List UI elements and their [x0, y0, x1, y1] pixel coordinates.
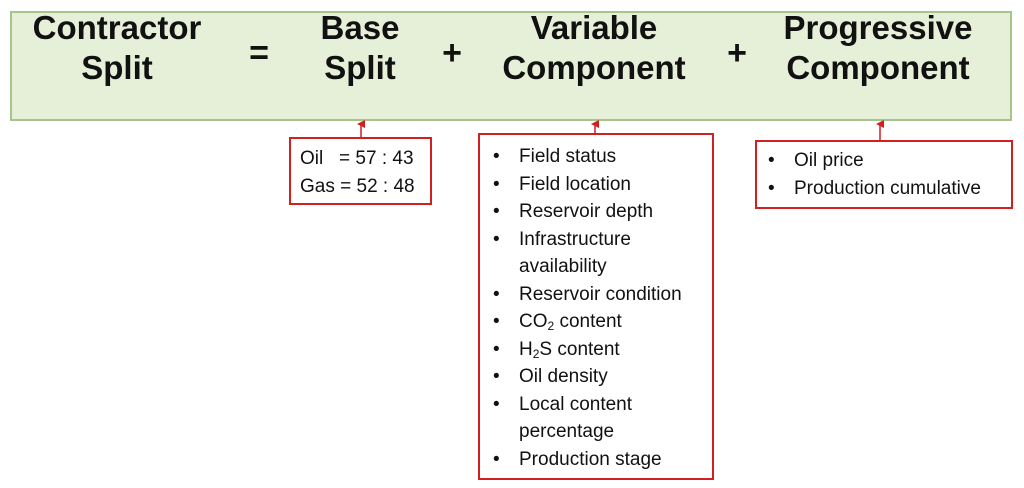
base-split-line-2: Split: [324, 49, 396, 86]
progressive-component-term: Progressive Component: [770, 8, 986, 88]
co2-subscript: 2: [547, 319, 555, 333]
base-split-term: Base Split: [300, 8, 420, 88]
list-item-label: Production stage: [519, 448, 662, 470]
list-item: Oil price: [763, 147, 1011, 175]
list-item-label: Reservoir condition: [519, 283, 682, 305]
list-item: Field status: [488, 143, 712, 171]
list-item: CO2 content: [488, 308, 712, 336]
list-item-label: Oil price: [794, 150, 864, 171]
list-item: Infrastructure availability: [488, 226, 669, 281]
variable-component-line-2: Component: [502, 49, 686, 86]
list-item: H2S content: [488, 336, 712, 364]
variable-component-box: Field status Field location Reservoir de…: [478, 133, 714, 480]
base-split-box: Oil = 57 : 43 Gas = 52 : 48: [289, 137, 432, 205]
list-item: Reservoir depth: [488, 198, 712, 226]
list-item: Oil density: [488, 363, 712, 391]
base-split-oil-row: Oil = 57 : 43: [300, 148, 414, 169]
base-split-line-1: Base: [320, 9, 400, 46]
list-item: Production cumulative: [763, 175, 1011, 203]
contractor-split-line-1: Contractor: [32, 9, 202, 46]
equals-sign: =: [249, 34, 269, 72]
progressive-component-box: Oil price Production cumulative: [755, 140, 1013, 209]
list-item-label: Infrastructure availability: [519, 228, 631, 278]
variable-component-line-1: Variable: [530, 9, 658, 46]
contractor-split-line-2: Split: [81, 49, 153, 86]
list-item: Production stage: [488, 446, 712, 474]
plus-sign-2: +: [727, 34, 747, 72]
contractor-split-term: Contractor Split: [24, 8, 210, 88]
equation-banner: [10, 11, 1012, 121]
list-item-label: Reservoir depth: [519, 201, 654, 222]
h2s-prefix: H: [519, 338, 533, 360]
h2s-subscript: 2: [532, 346, 540, 361]
h2s-suffix: S content: [539, 338, 620, 360]
progressive-component-list: Oil price Production cumulative: [763, 147, 1011, 202]
variable-component-term: Variable Component: [486, 8, 702, 88]
list-item: Field location: [488, 171, 712, 199]
list-item-label: Field location: [519, 173, 631, 195]
base-split-gas-row: Gas = 52 : 48: [300, 175, 415, 197]
list-item-label: Production cumulative: [794, 177, 981, 199]
list-item-label: Field status: [519, 146, 617, 167]
co2-prefix: CO: [519, 311, 548, 332]
plus-sign-1: +: [442, 34, 462, 72]
progressive-component-line-2: Component: [786, 49, 970, 86]
variable-component-list: Field status Field location Reservoir de…: [488, 143, 712, 473]
list-item-label: Local content percentage: [519, 393, 633, 443]
co2-suffix: content: [554, 311, 622, 332]
list-item: Reservoir condition: [488, 281, 712, 309]
progressive-component-line-1: Progressive: [783, 9, 973, 46]
list-item: Local content percentage: [488, 391, 669, 446]
list-item-label: Oil density: [519, 366, 608, 387]
